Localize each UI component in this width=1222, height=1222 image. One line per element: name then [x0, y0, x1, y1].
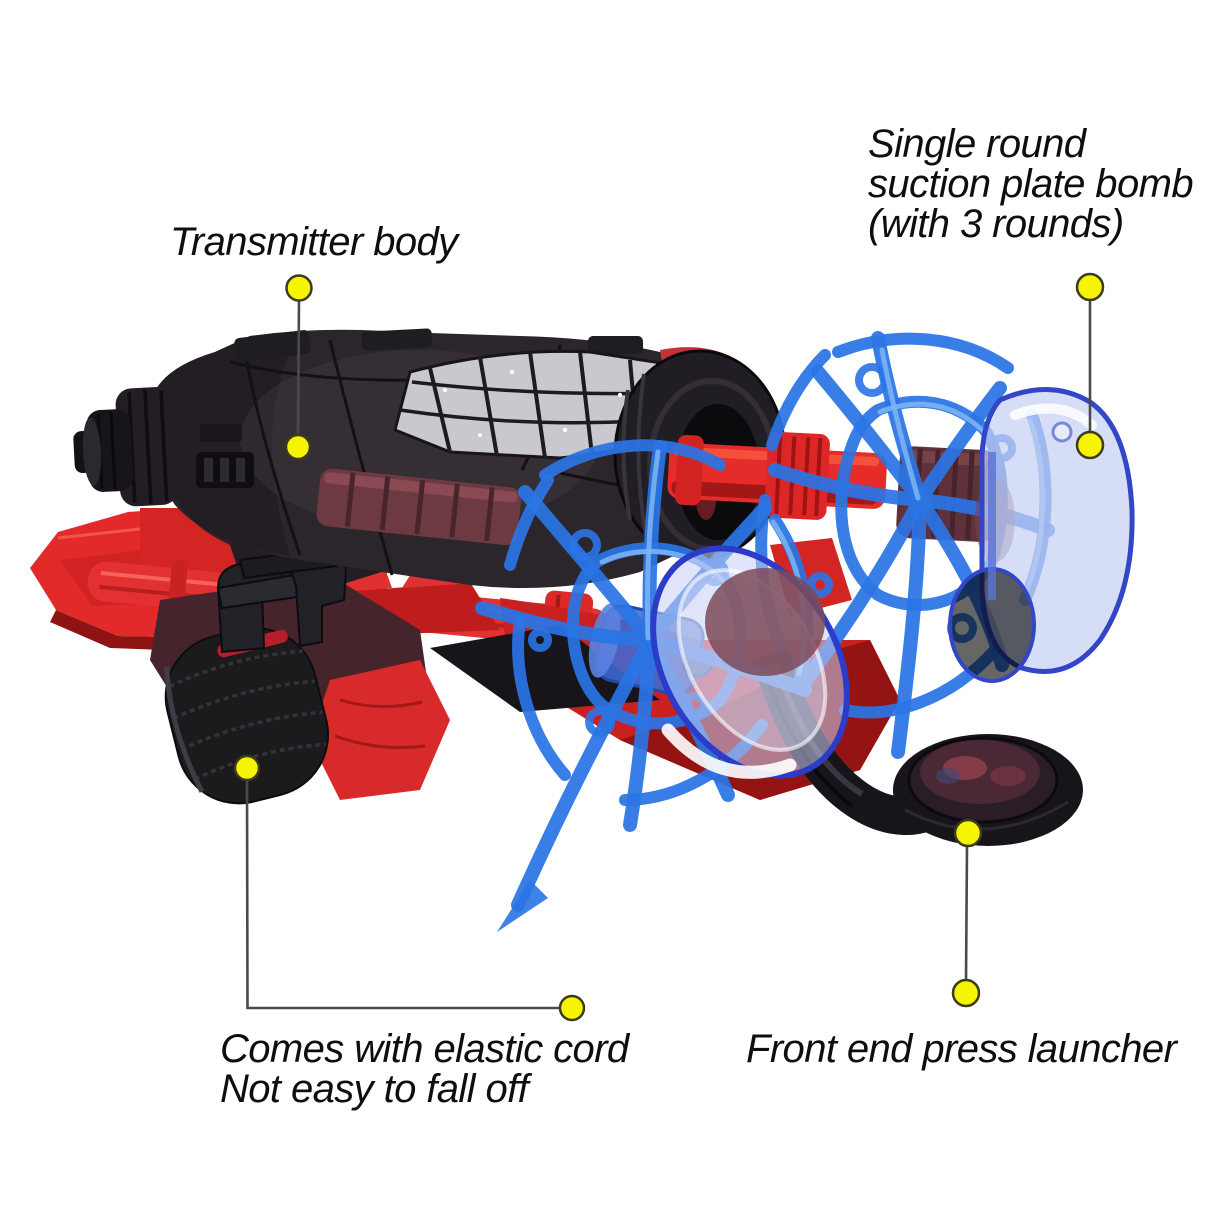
- press-button-disc: [893, 734, 1083, 846]
- callout-dot-elastic-cord-label: [558, 994, 586, 1022]
- suction-cup-bottom: [650, 545, 850, 779]
- callout-dot-transmitter-label: [285, 274, 313, 302]
- label-elastic-cord: Comes with elastic cord Not easy to fall…: [220, 1027, 629, 1111]
- callout-dot-press-launcher-target: [953, 818, 983, 848]
- label-front-press-launcher: Front end press launcher: [746, 1027, 1177, 1071]
- label-transmitter-body: Transmitter body: [170, 220, 458, 264]
- launcher-body: [151, 328, 741, 589]
- callout-markers: [233, 272, 1105, 1022]
- suction-cup-right: [948, 387, 1135, 683]
- callout-dot-press-launcher-label: [951, 978, 981, 1008]
- callout-dot-transmitter-target: [284, 433, 312, 461]
- callout-dot-suction-bomb-target: [1075, 430, 1105, 460]
- callout-line-transmitter: [296, 299, 301, 437]
- label-suction-plate-bomb: Single round suction plate bomb (with 3 …: [868, 122, 1194, 246]
- callout-dot-suction-bomb-label: [1075, 272, 1105, 302]
- callout-line-elastic-cord: [245, 779, 559, 1010]
- callout-line-press-launcher: [964, 845, 969, 981]
- callout-dot-elastic-cord-target: [233, 754, 261, 782]
- muzzle: [73, 387, 179, 507]
